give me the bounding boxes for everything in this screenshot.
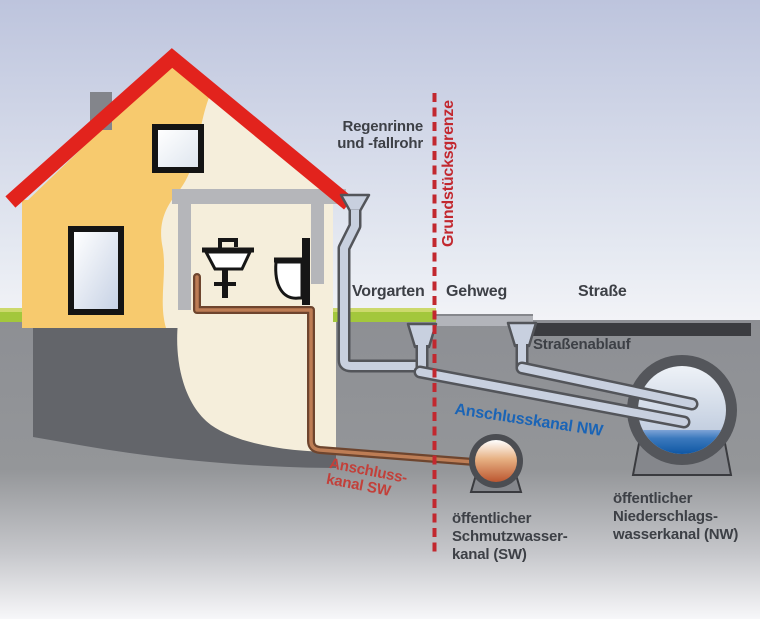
sidewalk-label: Gehweg <box>446 283 508 300</box>
public-sewer-sw-line1: öffentlicher <box>452 510 532 527</box>
gutter-label-line2: und -fallrohr <box>337 135 423 152</box>
gutter-label: Regenrinne und -fallrohr <box>268 118 423 152</box>
street-gully-funnel <box>506 321 538 348</box>
attic-window <box>152 124 204 173</box>
property-boundary-label: Grundstücksgrenze <box>440 100 457 247</box>
interior-wall-right <box>311 204 324 284</box>
street-label: Straße <box>578 283 627 300</box>
public-sewer-sw-line3: kanal (SW) <box>452 546 527 563</box>
street-surface <box>533 323 751 336</box>
rainwater-pipes <box>337 193 538 373</box>
public-storm-nw-label: öffentlicher Niederschlags- wasserkanal … <box>613 490 738 544</box>
toilet <box>274 238 310 305</box>
sidewalk-surface <box>436 316 533 326</box>
front-garden-label: Vorgarten <box>352 283 425 300</box>
street-drain-label: Straßenablauf <box>533 336 631 353</box>
house <box>5 48 354 328</box>
public-storm-nw-line2: Niederschlags- <box>613 508 718 525</box>
public-storm-nw-line1: öffentlicher <box>613 490 693 507</box>
inspection-shaft-funnel <box>406 322 438 349</box>
downpipe <box>337 210 420 373</box>
roof <box>5 48 354 210</box>
nw-connection-pipes <box>413 361 699 429</box>
front-window <box>68 226 124 315</box>
gutter-label-line1: Regenrinne <box>342 118 423 135</box>
cutaway-soil <box>177 322 336 452</box>
public-sewer-sw-label: öffentlicher Schmutzwasser- kanal (SW) <box>452 510 568 564</box>
sw-pipe-fluid <box>475 440 517 482</box>
sw-connection-pipe <box>193 273 478 466</box>
public-storm-nw-line3: wasserkanal (NW) <box>613 526 739 543</box>
interior-wall-left <box>178 204 191 310</box>
sw-sewer-channel <box>469 434 523 493</box>
eave-ceiling <box>172 189 346 204</box>
sidewalk-edge <box>436 314 533 317</box>
bathroom-sink <box>202 238 254 298</box>
nw-storm-channel <box>627 355 737 476</box>
public-sewer-sw-line2: Schmutzwasser- <box>452 528 568 545</box>
